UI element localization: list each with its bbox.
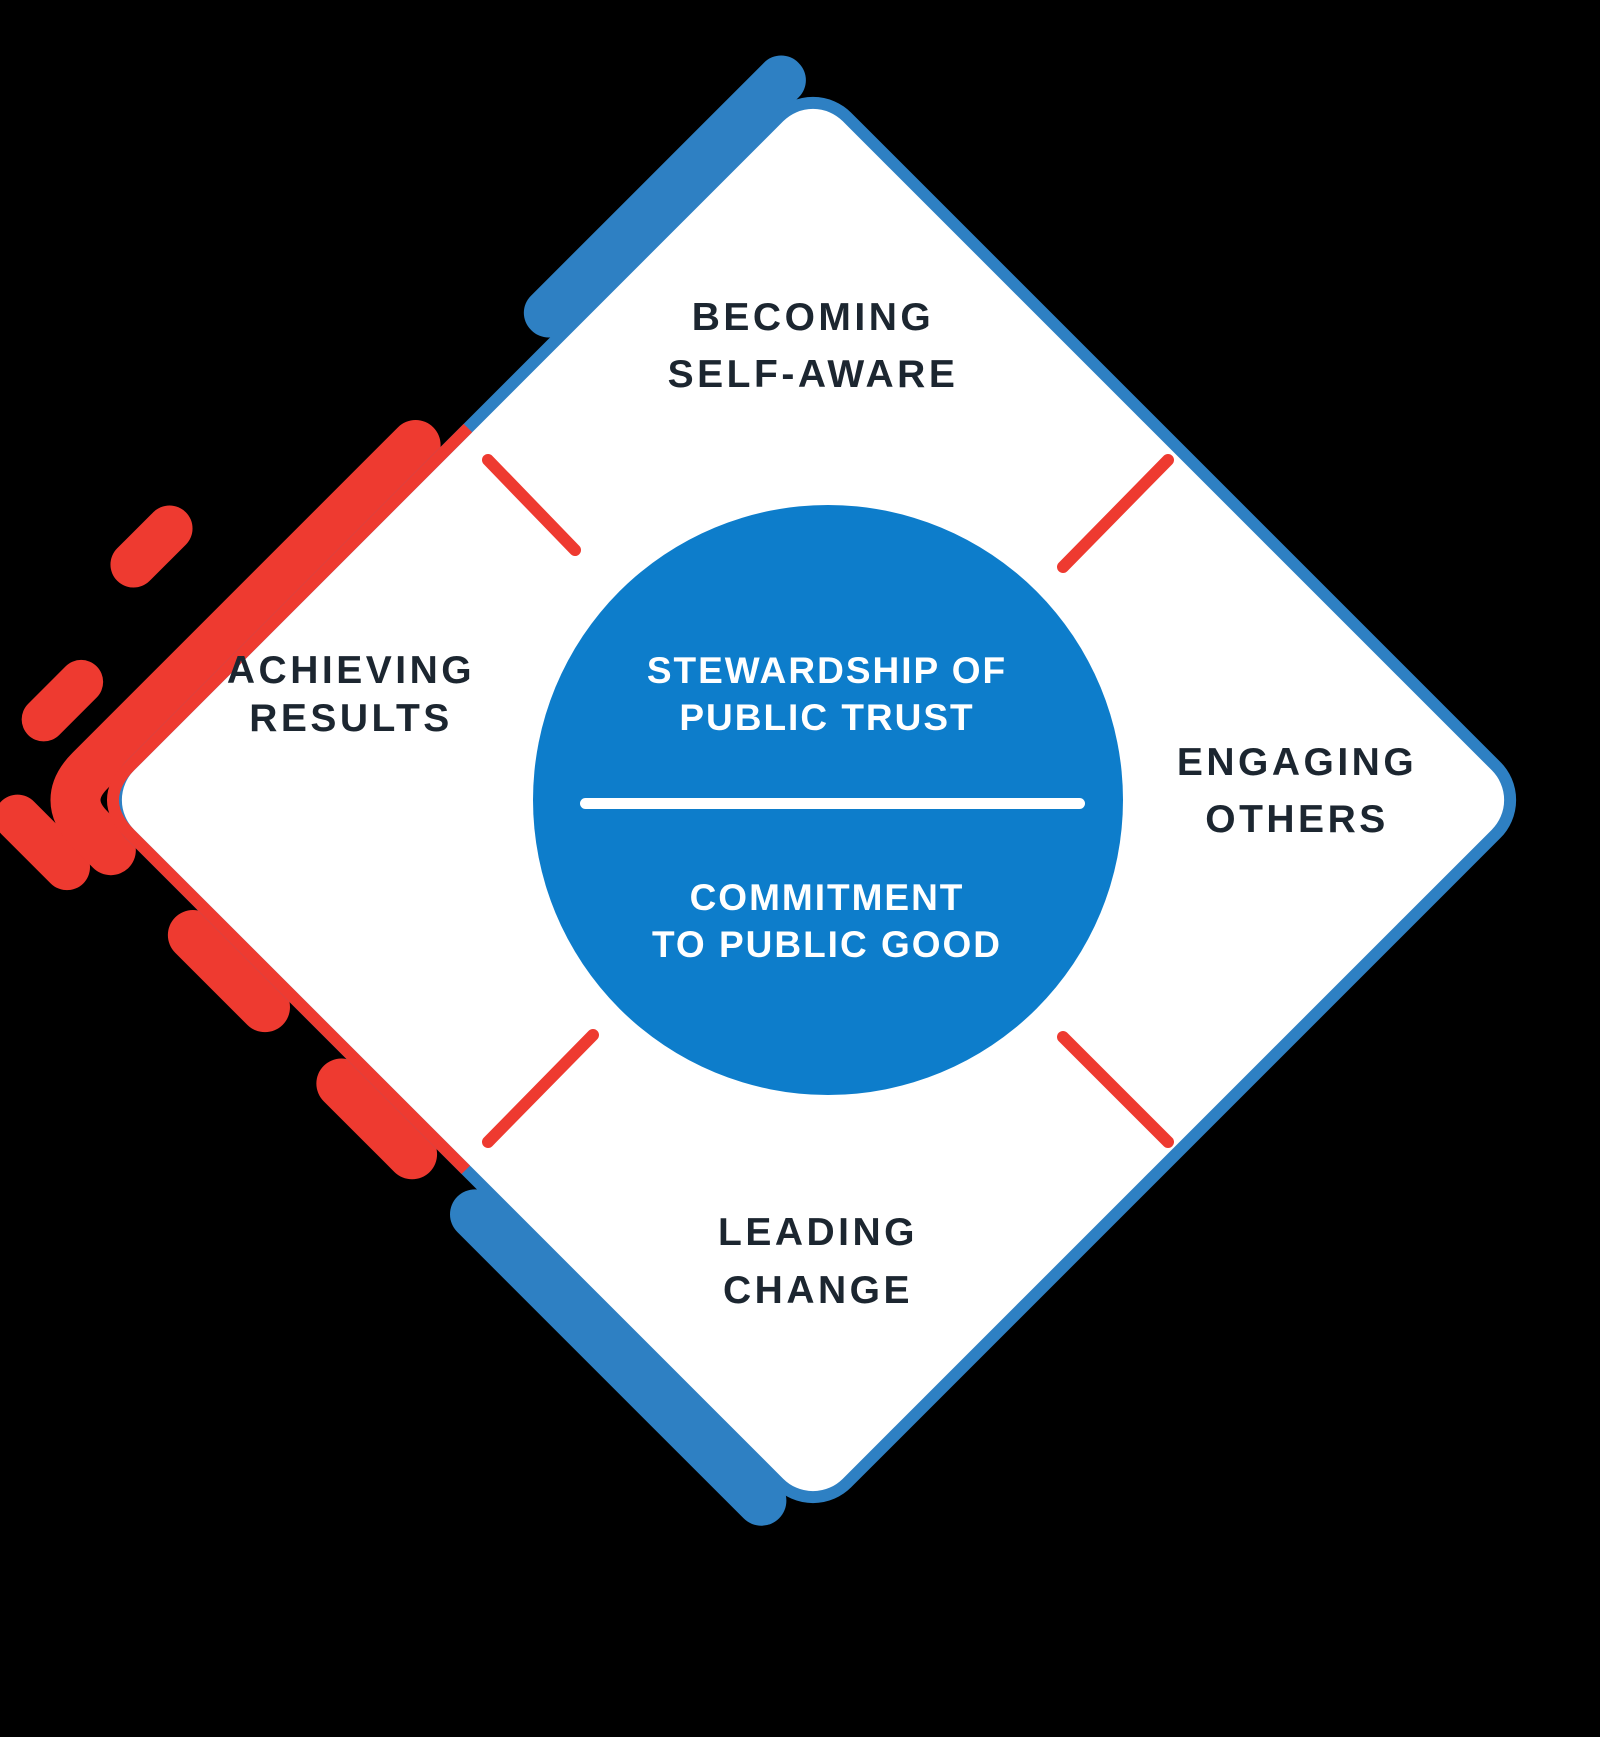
quadrant-label-right-line2: OTHERS xyxy=(1205,798,1389,841)
red-echo-dash-corner xyxy=(21,659,104,742)
red-echo-dash-lower xyxy=(0,794,91,891)
circle-divider-line xyxy=(580,798,1085,809)
circle-text-bottom-line1: COMMITMENT xyxy=(690,877,965,918)
circle-text-top-line1: STEWARDSHIP OF xyxy=(647,650,1007,691)
separator-bottom-left xyxy=(482,1029,599,1148)
circle-text-top-line2: PUBLIC TRUST xyxy=(679,697,974,738)
quadrant-label-left-line1: ACHIEVING xyxy=(227,649,475,692)
blue-accent-band-top xyxy=(523,55,806,338)
quadrant-label-top-line2: SELF-AWARE xyxy=(668,353,959,396)
quadrant-label-bottom-line1: LEADING xyxy=(718,1211,918,1254)
red-edge-dash-1 xyxy=(167,910,290,1033)
red-outline-segment xyxy=(106,423,473,1175)
separator-top-left xyxy=(482,454,581,556)
circle-text-bottom-line2: TO PUBLIC GOOD xyxy=(652,924,1002,965)
separator-top-right xyxy=(1057,454,1174,573)
blue-accent-band-bottom xyxy=(450,1189,787,1526)
quadrant-label-left-line2: RESULTS xyxy=(249,697,453,740)
red-echo-dash-upper xyxy=(110,505,193,588)
separator-bottom-right xyxy=(1057,1031,1174,1148)
quadrant-label-bottom-line2: CHANGE xyxy=(723,1269,913,1312)
quadrant-label-right-line1: ENGAGING xyxy=(1177,741,1417,784)
quadrant-label-top-line1: BECOMING xyxy=(692,296,935,339)
red-corner-chevron xyxy=(50,420,441,876)
red-edge-dash-2 xyxy=(316,1058,438,1180)
